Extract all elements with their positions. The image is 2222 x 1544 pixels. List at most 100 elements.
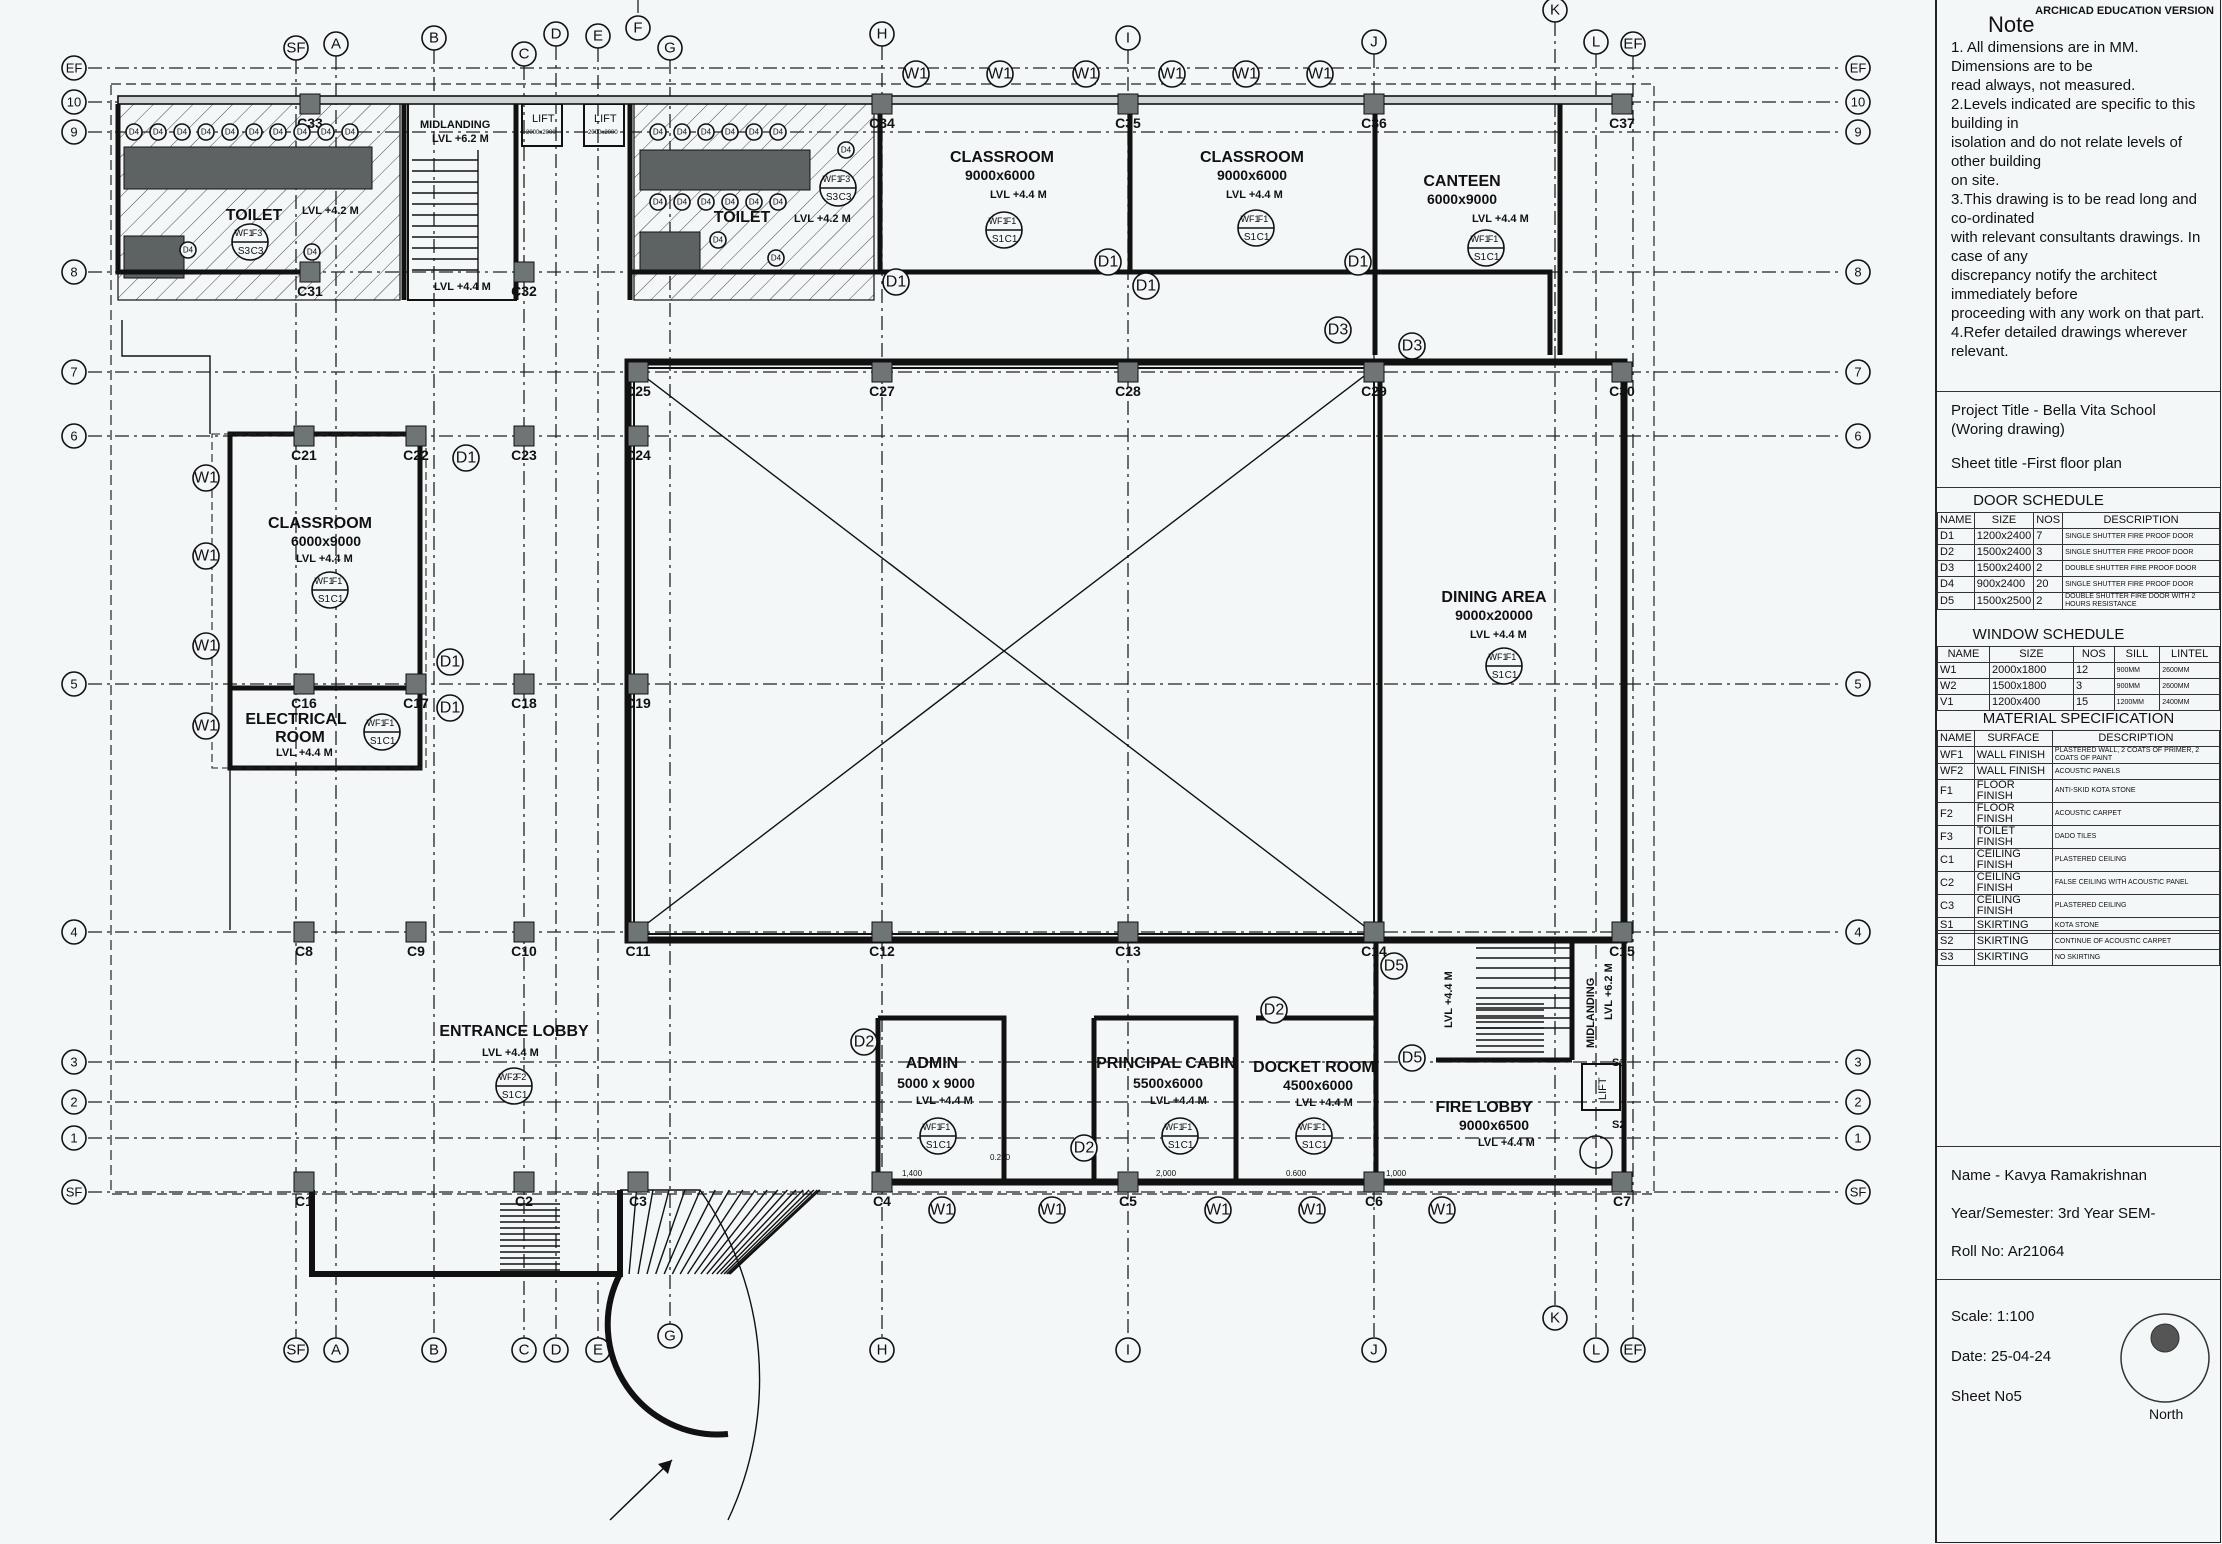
column-label-c18: C18 <box>511 695 537 711</box>
svg-text:1: 1 <box>70 1131 77 1146</box>
svg-text:I: I <box>1126 30 1130 47</box>
svg-text:F: F <box>633 20 642 37</box>
svg-text:K: K <box>1550 2 1560 19</box>
svg-text:WF1: WF1 <box>1241 214 1260 224</box>
lift2-box <box>583 103 625 147</box>
column-c30 <box>1611 361 1633 383</box>
grid-bubble-bottom-D: D <box>543 1337 569 1363</box>
sheet-title: Sheet title -First floor plan <box>1951 455 2122 472</box>
window-tag-south-4: W1 <box>1428 1196 1456 1224</box>
grid-bubble-top-L: L <box>1583 29 1609 55</box>
door-tag-3: D1 <box>882 268 910 296</box>
svg-text:G: G <box>664 40 676 57</box>
svg-text:W1: W1 <box>194 638 218 655</box>
svg-text:S1: S1 <box>1302 1140 1315 1151</box>
table-cell: D4 <box>1937 576 1975 593</box>
room-dining: DINING AREA <box>1441 589 1547 606</box>
svg-text:D3: D3 <box>1402 338 1423 355</box>
grid-bubble-row-6-right: 6 <box>1845 423 1871 449</box>
curved-tread <box>716 1189 797 1275</box>
size-admin: 5000 x 9000 <box>897 1075 975 1091</box>
notes-title: Note <box>1988 12 2035 37</box>
svg-text:C1: C1 <box>1257 232 1270 243</box>
svg-text:I: I <box>1126 1342 1130 1359</box>
curved-tread <box>686 1189 744 1275</box>
lvl-fire-stair: LVL +4.4 M <box>1443 971 1455 1028</box>
svg-text:W1: W1 <box>194 548 218 565</box>
door-tag-d2-0: D2 <box>850 1028 878 1056</box>
column-label-c35: C35 <box>1115 115 1141 131</box>
window-tag-top-1: W1 <box>986 60 1014 88</box>
grid-bubble-row-2-left: 2 <box>61 1089 87 1115</box>
grid-bubble-bottom-A: A <box>323 1337 349 1363</box>
column-c29 <box>1363 361 1385 383</box>
date: Date: 25-04-24 <box>1951 1348 2052 1365</box>
title-sheet: ARCHICAD EDUCATION VERSION Note 1. All d… <box>1935 0 2221 1543</box>
svg-text:S3: S3 <box>826 192 839 203</box>
curved-tread <box>729 1189 821 1275</box>
door-tag-d4-18: D4 <box>649 193 667 211</box>
door-tag-d4-21: D4 <box>721 193 739 211</box>
table-cell: KOTA STONE <box>2051 917 2221 934</box>
room-lift2: LIFT <box>594 113 617 125</box>
door-tag-7: D3 <box>1324 316 1352 344</box>
grid-bubble-bottom-B: B <box>421 1337 447 1363</box>
svg-text:D4: D4 <box>749 128 760 137</box>
svg-text:W1: W1 <box>1430 1202 1454 1219</box>
svg-text:WF1: WF1 <box>1165 1122 1184 1132</box>
size-docket: 4500x6000 <box>1283 1077 1353 1093</box>
svg-text:D4: D4 <box>321 128 332 137</box>
table-cell: 900MM <box>2113 678 2161 695</box>
grid-bubble-top-C: C <box>511 41 537 67</box>
grid-bubble-row-5-right: 5 <box>1845 671 1871 697</box>
column-c15 <box>1611 921 1633 943</box>
curved-tread <box>720 1189 804 1275</box>
table-cell: 1200MM <box>2113 694 2161 711</box>
table-header: LINTEL <box>2159 646 2220 663</box>
table-cell: SINGLE SHUTTER FIRE PROOF DOOR <box>2062 576 2220 593</box>
svg-text:3: 3 <box>1854 1055 1861 1070</box>
column-label-c12: C12 <box>869 943 895 959</box>
table-cell: F3 <box>1937 825 1975 849</box>
svg-text:F1: F1 <box>1182 1122 1193 1132</box>
column-label-c6: C6 <box>1365 1193 1383 1209</box>
svg-text:7: 7 <box>1854 365 1861 380</box>
column-label-c14: C14 <box>1361 943 1387 959</box>
table-cell: CEILING FINISH <box>1973 871 2053 895</box>
lvl-toilet-right: LVL +4.2 M <box>794 213 851 225</box>
lvl-dining: LVL +4.4 M <box>1470 629 1527 641</box>
column-c23 <box>513 425 535 447</box>
svg-text:D4: D4 <box>841 146 852 155</box>
column-label-c10: C10 <box>511 943 537 959</box>
room-principal: PRINCIPAL CABIN <box>1096 1055 1236 1072</box>
svg-text:S1: S1 <box>926 1140 939 1151</box>
table-cell: WALL FINISH <box>1973 763 2053 780</box>
svg-text:L: L <box>1592 1342 1600 1359</box>
svg-text:E: E <box>593 1342 603 1359</box>
door-tag-d4-19: D4 <box>673 193 691 211</box>
north-circle <box>2120 1313 2210 1403</box>
svg-text:F1: F1 <box>1488 234 1499 244</box>
lvl-docket: LVL +4.4 M <box>1296 1097 1353 1109</box>
grid-bubble-row-8-left: 8 <box>61 259 87 285</box>
svg-text:D4: D4 <box>701 128 712 137</box>
grid-bubble-row-1-left: 1 <box>61 1125 87 1151</box>
grid-bubble-row-2-right: 2 <box>1845 1089 1871 1115</box>
door-tag-d4-12: D4 <box>649 123 667 141</box>
material-spec-title: MATERIAL SPECIFICATION <box>1982 710 2175 727</box>
size-classroom3: 6000x9000 <box>291 533 361 549</box>
door-tag-8: D3 <box>1398 332 1426 360</box>
svg-text:D4: D4 <box>725 128 736 137</box>
table-cell: DOUBLE SHUTTER FIRE DOOR WITH 2 HOURS RE… <box>2062 592 2220 610</box>
svg-text:D4: D4 <box>297 128 308 137</box>
column-c19 <box>627 673 649 695</box>
lvl-classroom3: LVL +4.4 M <box>296 553 353 565</box>
column-label-c22: C22 <box>403 447 429 463</box>
curved-tread <box>728 1189 818 1275</box>
door-tag-d4-5: D4 <box>245 123 263 141</box>
window-tag-west-2: W1 <box>192 632 220 660</box>
